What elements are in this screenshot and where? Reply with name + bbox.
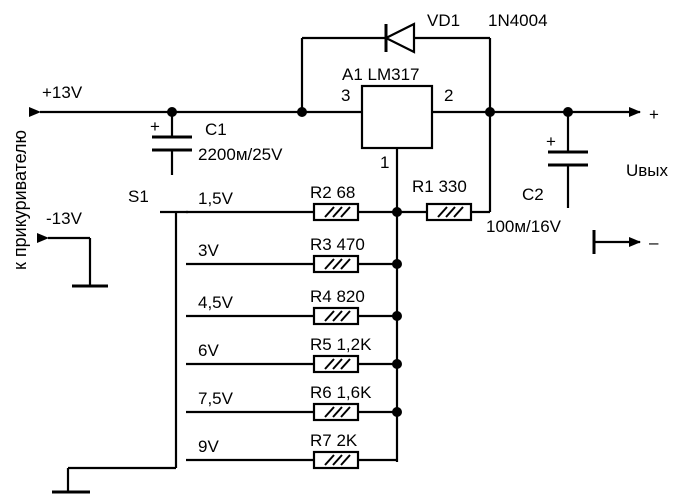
tap-resistor-label: R3 470 <box>310 235 365 254</box>
junction-dot <box>167 107 177 117</box>
c1-polarity: + <box>150 117 160 136</box>
supply-minus: -13V <box>37 209 108 288</box>
resistor-body <box>312 354 360 374</box>
output-minus: – <box>592 230 659 254</box>
tap-2: 3V R3 470 <box>186 235 397 274</box>
junction-dot <box>392 359 402 369</box>
output-rail: + Uвых <box>432 105 669 180</box>
tap-resistors: 1,5V R2 68 3V R3 470 4,5V R4 820 6V R5 1,2K 7,5V… <box>186 183 397 470</box>
c2-designator: C2 <box>522 185 544 204</box>
regulator-pin-in: 3 <box>341 86 350 105</box>
junction-dot <box>297 107 307 117</box>
capacitor-c2: + C2 100м/16V <box>486 112 588 236</box>
tap-3: 4,5V R4 820 <box>186 287 397 326</box>
resistor-body <box>312 450 360 470</box>
junction-dot <box>392 259 402 269</box>
output-label: Uвых <box>626 161 669 180</box>
tap-voltage-label: 3V <box>198 241 219 260</box>
tap-voltage-label: 6V <box>198 341 219 360</box>
supply-rail: +13V <box>29 83 362 117</box>
switch-s1: S1 <box>52 187 188 494</box>
tap-voltage-label: 4,5V <box>198 293 234 312</box>
tap-6: 9V R7 2K <box>186 431 397 470</box>
tap-1: 1,5V R2 68 <box>186 183 397 222</box>
diode-vd1: VD1 1N4004 <box>300 11 548 112</box>
junction-dot <box>392 407 402 417</box>
switch-designator: S1 <box>128 187 149 206</box>
tap-resistor-label: R7 2K <box>310 431 358 450</box>
output-plus: + <box>649 105 659 124</box>
junction-dots <box>167 107 573 417</box>
tap-resistor-label: R2 68 <box>310 183 355 202</box>
r1-label: R1 330 <box>412 177 467 196</box>
supply-minus-label: -13V <box>46 209 83 228</box>
adj-network: R1 330 <box>395 112 492 462</box>
tap-5: 7,5V R6 1,6K <box>186 383 397 422</box>
resistor-body <box>312 306 360 326</box>
regulator-a1: A1 LM317 3 2 1 <box>341 65 453 172</box>
tap-4: 6V R5 1,2K <box>186 335 397 374</box>
supply-plus-label: +13V <box>42 83 83 102</box>
regulator-designator: A1 LM317 <box>342 65 420 84</box>
c2-value: 100м/16V <box>486 217 562 236</box>
output-minus-label: – <box>649 233 659 252</box>
diode-part: 1N4004 <box>488 11 548 30</box>
tap-resistor-label: R6 1,6K <box>310 383 372 402</box>
tap-voltage-label: 1,5V <box>198 189 234 208</box>
c2-polarity: + <box>546 132 556 151</box>
supply-side-label: к прикуривателю <box>10 130 30 270</box>
capacitor-c1: + C1 2200м/25V <box>150 112 283 175</box>
junction-dot <box>485 107 495 117</box>
tap-resistor-label: R4 820 <box>310 287 365 306</box>
resistor-body <box>312 254 360 274</box>
junction-dot <box>392 207 402 217</box>
c1-value: 2200м/25V <box>198 145 283 164</box>
regulator-pin-out: 2 <box>444 86 453 105</box>
tap-resistor-label: R5 1,2K <box>310 335 372 354</box>
resistor-body <box>312 402 360 422</box>
tap-voltage-label: 9V <box>198 437 219 456</box>
c1-designator: C1 <box>205 120 227 139</box>
tap-voltage-label: 7,5V <box>198 389 234 408</box>
junction-dot <box>563 107 573 117</box>
diode-designator: VD1 <box>427 11 460 30</box>
resistor-body <box>312 202 360 222</box>
junction-dot <box>392 311 402 321</box>
regulator-pin-adj: 1 <box>380 153 389 172</box>
